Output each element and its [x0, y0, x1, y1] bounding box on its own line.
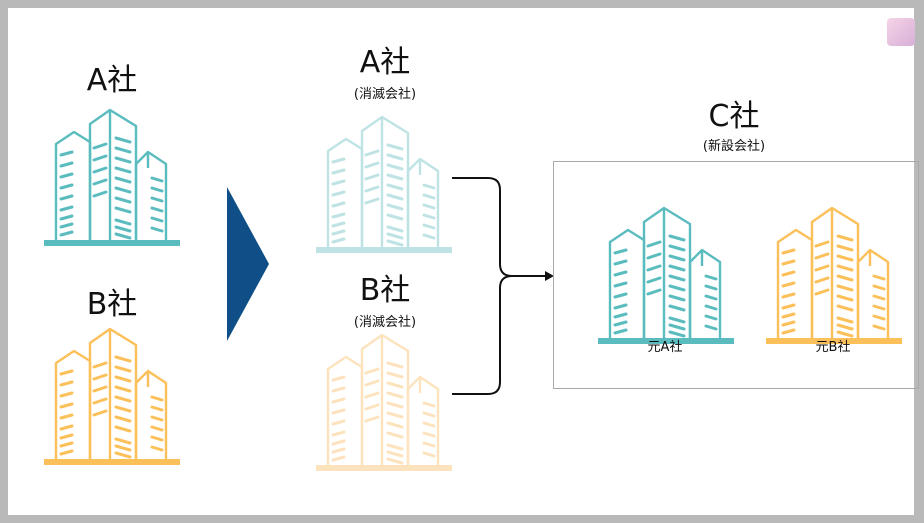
left-company-a-building-icon	[44, 104, 180, 254]
middle-company-b-note: (消滅会社)	[353, 315, 417, 330]
triangle-arrow-icon	[227, 187, 269, 341]
left-company-b-building-icon	[44, 323, 180, 473]
former-a-building-icon	[598, 202, 734, 352]
merge-connector	[452, 177, 554, 395]
middle-company-a-building-icon	[316, 111, 452, 261]
middle-company-b-label: B社	[359, 273, 411, 308]
app-logo-icon	[887, 18, 915, 46]
left-company-a-label: A社	[86, 63, 138, 98]
middle-company-b-building-icon	[316, 329, 452, 479]
new-company-c-note: (新設会社)	[702, 139, 766, 154]
former-b-label: 元B社	[815, 340, 851, 355]
former-b-building-icon	[766, 202, 902, 352]
former-a-label: 元A社	[647, 340, 683, 355]
new-company-c-label: C社	[708, 99, 760, 134]
middle-company-a-note: (消滅会社)	[353, 87, 417, 102]
middle-company-a-label: A社	[359, 45, 411, 80]
left-company-b-label: B社	[86, 287, 138, 322]
slide: A社 B社 A社 (消滅会社) B社 (消滅会社) C社 (新設会社) 元A社 …	[8, 8, 919, 515]
new-company-box	[553, 161, 919, 389]
